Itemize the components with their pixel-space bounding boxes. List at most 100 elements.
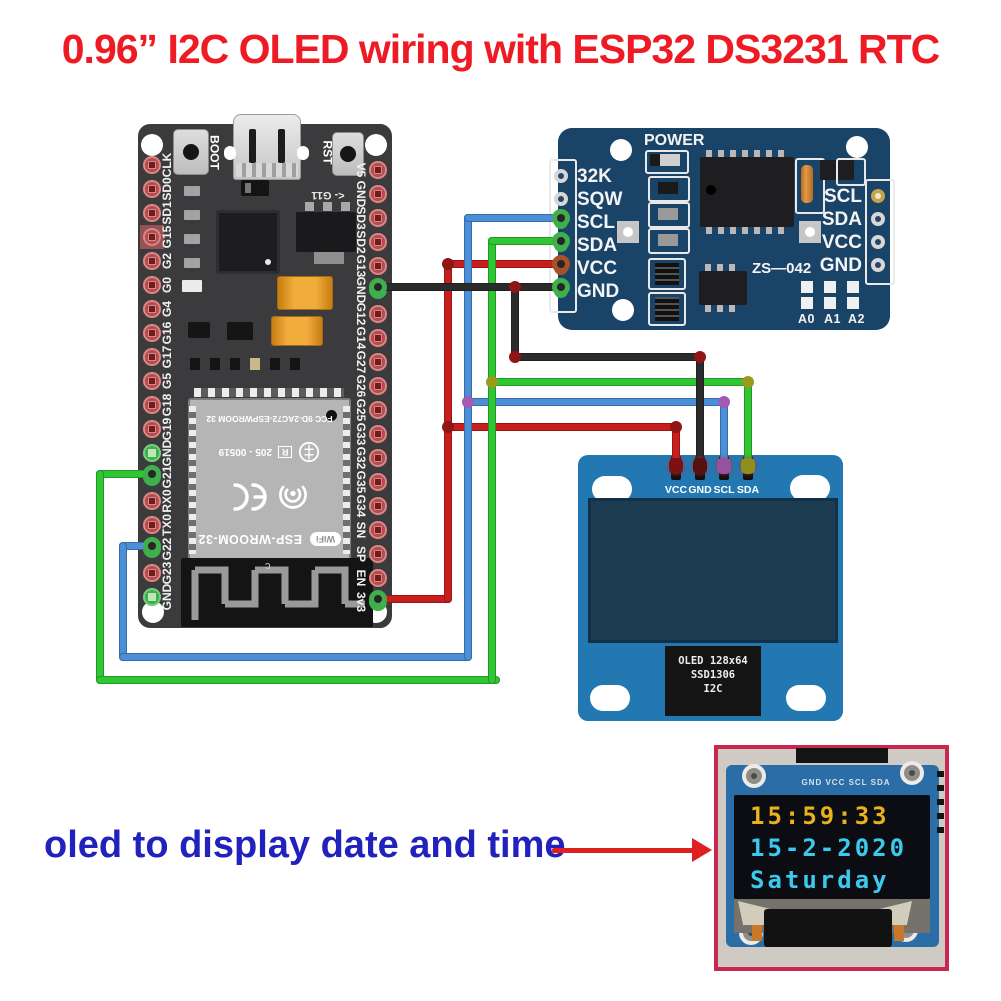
- pin-pad: [369, 377, 387, 395]
- photo-ribbon-cable: [764, 909, 892, 947]
- ds3231-chip: [700, 150, 794, 234]
- smd-capacitor: [182, 280, 202, 292]
- chip-pin1-dot: [265, 259, 271, 265]
- smd-resistor: [184, 210, 200, 220]
- pin-pad: [143, 396, 161, 414]
- esp32-pin-g23: G23: [143, 561, 174, 585]
- antenna-trace: [191, 566, 365, 620]
- pin-label: SCL: [577, 211, 615, 233]
- esp32-pin-en: EN: [354, 566, 387, 590]
- button-cap: [183, 144, 199, 160]
- junction-dot: [718, 396, 730, 408]
- smd-part: [658, 234, 678, 246]
- pin-pad: [369, 401, 387, 419]
- pin-label: 3v3: [354, 591, 368, 613]
- mounting-hole: [365, 134, 387, 156]
- power-label: POWER: [644, 132, 705, 149]
- photo-display-line: Saturday: [750, 866, 890, 894]
- module-dot: [326, 410, 337, 421]
- esp32-pin-g12: G12: [354, 302, 387, 326]
- screw: [900, 761, 924, 785]
- smd-resistor: [184, 234, 200, 244]
- pin-array: [655, 263, 679, 285]
- wire-sda: [96, 470, 158, 478]
- ds3231-scl-pin: [552, 209, 570, 227]
- esp32-pin-g17: G17: [143, 345, 174, 369]
- esp32-pin-g35: G35: [354, 470, 387, 494]
- tantalum-capacitor: [277, 276, 333, 310]
- pin-pad: [369, 209, 387, 227]
- component-leg: [323, 202, 332, 211]
- oled-label-line: I2C: [703, 683, 723, 695]
- reset-button: [332, 132, 364, 176]
- wire-tip-scl: [717, 458, 731, 474]
- esp32-pin-sn: SN: [354, 518, 387, 542]
- wire-sda: [96, 676, 500, 684]
- junction-dot: [442, 258, 454, 270]
- wifi-logo: WiFi: [310, 532, 341, 546]
- esp32-pin-g19: G19: [143, 417, 174, 441]
- pin-pad: [143, 180, 161, 198]
- usb-tab: [224, 146, 236, 160]
- esp32-pin-g13: G13: [354, 254, 387, 278]
- pin-pad: [143, 372, 161, 390]
- arrow-line: [552, 848, 696, 853]
- pin-pad: [143, 348, 161, 366]
- junction-dot: [694, 351, 706, 363]
- page-title: 0.96” I2C OLED wiring with ESP32 DS3231 …: [61, 26, 941, 72]
- pin-pad: [369, 425, 387, 443]
- module-serial: 205 - 00519: [218, 446, 272, 458]
- eeprom-chip: [699, 264, 747, 312]
- esp32-pin-g4: G4: [143, 297, 174, 321]
- ds3231-pin-scl: SCL: [824, 185, 885, 208]
- pin-pad: [369, 545, 387, 563]
- photo-pin: [937, 827, 944, 833]
- component-leg: [341, 202, 350, 211]
- junction-dot: [670, 421, 682, 433]
- component-leg: [305, 202, 314, 211]
- pin-pad: [143, 444, 161, 462]
- g11-silkscreen-label: <- G11: [311, 189, 345, 201]
- wire-tip-vcc: [669, 458, 683, 474]
- module-name: ESP-WROOM-32: [198, 532, 303, 546]
- pin-pad: [369, 305, 387, 323]
- wire-scl: [464, 398, 728, 406]
- wire-gnd: [696, 353, 704, 472]
- pin-label: SDA: [821, 208, 862, 230]
- esp32-pin-g5: G5: [143, 369, 174, 393]
- boot-button-label: BOOT: [207, 135, 222, 170]
- pin-label: VCC: [577, 257, 618, 279]
- pin-pad: [369, 257, 387, 275]
- esp32-pin-g33: G33: [354, 422, 387, 446]
- mounting-hole: [590, 685, 630, 711]
- address-label: A1: [824, 312, 841, 326]
- pin-pad: [143, 420, 161, 438]
- header-outline: [648, 258, 686, 290]
- espressif-logo-icon: [279, 486, 308, 510]
- ds3231-pin-gnd: GND: [820, 254, 885, 277]
- junction-dot: [742, 376, 754, 388]
- pin-pad: [369, 233, 387, 251]
- ds3231-pin-sda: SDA: [822, 208, 885, 231]
- pin-label: SQW: [577, 188, 623, 210]
- pin-label: GND: [819, 254, 862, 276]
- photo-pad: [894, 925, 904, 941]
- smd-resistor: [184, 186, 200, 196]
- pin-pad: [369, 449, 387, 467]
- pin-pad: [369, 497, 387, 515]
- usb-slot: [249, 129, 256, 163]
- regulator-tab: [314, 252, 344, 264]
- esp32-gnd-pin: [369, 278, 387, 296]
- esp32-pin-g34: G34: [354, 494, 387, 518]
- mounting-hole: [790, 475, 830, 501]
- ds3231-pin-vcc: VCC: [822, 231, 885, 254]
- wire-scl: [720, 398, 728, 472]
- wire-gnd: [378, 283, 562, 291]
- wire-vcc: [378, 595, 452, 603]
- pin-pad: [143, 564, 161, 582]
- esp-wroom-32-module: WiFi ESP-WROOM-32: [188, 398, 351, 562]
- wire-vcc: [672, 423, 680, 472]
- esp32-g21-pin: [143, 465, 161, 483]
- pin-pad: [143, 204, 161, 222]
